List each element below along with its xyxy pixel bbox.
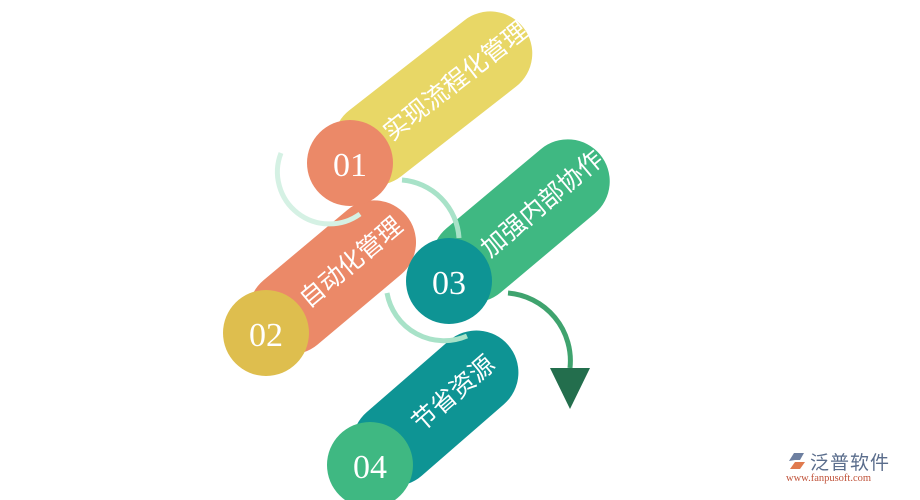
flow-arrow-curve (507, 290, 573, 369)
logo-name: 泛普软件 (810, 452, 891, 474)
step-03: 03 (406, 238, 492, 324)
step-04-number: 04 (353, 449, 387, 486)
arrowhead-icon (550, 368, 590, 409)
step-01-circle (307, 120, 393, 206)
step-03-number: 03 (432, 265, 466, 302)
logo-mark-icon (789, 453, 805, 469)
connector-arc-02 (401, 177, 462, 239)
step-01-number: 01 (333, 147, 367, 184)
step-02: 02 (223, 290, 309, 376)
step-03-circle (406, 238, 492, 324)
logo-url: www.fanpusoft.com (786, 473, 872, 484)
connector-arc-03 (384, 292, 468, 344)
step-04-circle (327, 422, 413, 500)
step-02-number: 02 (249, 317, 283, 354)
brand-logo: 泛普软件 www.fanpusoft.com (784, 448, 912, 492)
step-04: 04 (327, 422, 413, 500)
connector-arc-01 (274, 152, 362, 227)
step-02-circle (223, 290, 309, 376)
step-01: 01 (307, 120, 393, 206)
